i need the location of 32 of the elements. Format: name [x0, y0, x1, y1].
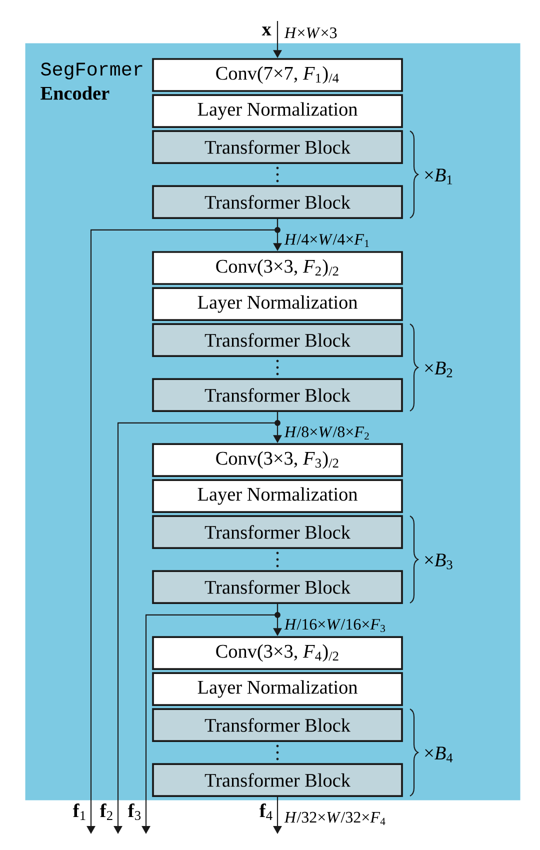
- repeat-count: ×B$_{2}$: [425, 362, 452, 378]
- layer-box: Transformer Block: [152, 708, 403, 742]
- signal-name: f$_{3}$: [128, 803, 141, 820]
- layer-box: Transformer Block: [152, 185, 403, 219]
- layer-box: Layer Normalization: [152, 287, 403, 321]
- layer-box: Conv(3×3, F$_{2}$)$_{/2}$: [152, 251, 403, 285]
- signal-name: f$_{2}$: [100, 804, 112, 820]
- layer-box: Conv(3×3, F$_{3}$)$_{/2}$: [152, 443, 403, 477]
- panel-title: SegFormer: [41, 62, 142, 80]
- edge-label: H/4×W/4×F$_{1}$: [283, 232, 372, 248]
- layer-box: Transformer Block: [152, 570, 403, 604]
- layer-box: Transformer Block: [152, 763, 403, 797]
- edge-label: H/16×W/16×F$_{3}$: [283, 618, 388, 634]
- signal-name: f$_{4}$: [259, 804, 272, 820]
- repeat-count: ×B$_{1}$: [425, 168, 452, 184]
- layer-box: Transformer Block: [152, 515, 403, 549]
- edge-label: H×W×3: [283, 26, 339, 40]
- repeat-count: ×B$_{4}$: [425, 746, 453, 762]
- layer-box: Layer Normalization: [152, 672, 403, 706]
- layer-box: Layer Normalization: [152, 94, 403, 128]
- signal-name: x: [262, 26, 272, 36]
- layer-box: Transformer Block: [152, 378, 403, 412]
- layer-box: Conv(7×7, F$_{1}$)$_{/4}$: [152, 58, 403, 92]
- edge-label: H/8×W/8×F$_{2}$: [283, 425, 372, 441]
- signal-name: f$_{1}$: [72, 804, 86, 820]
- layer-box: Layer Normalization: [152, 479, 403, 513]
- layer-box: Conv(3×3, F$_{4}$)$_{/2}$: [152, 636, 403, 670]
- layer-box: Transformer Block: [152, 323, 403, 357]
- repeat-count: ×B$_{3}$: [425, 554, 452, 570]
- layer-box: Transformer Block: [152, 130, 403, 164]
- edge-label: H/32×W/32×F$_{4}$: [283, 810, 388, 826]
- panel-subtitle: Encoder: [40, 86, 110, 100]
